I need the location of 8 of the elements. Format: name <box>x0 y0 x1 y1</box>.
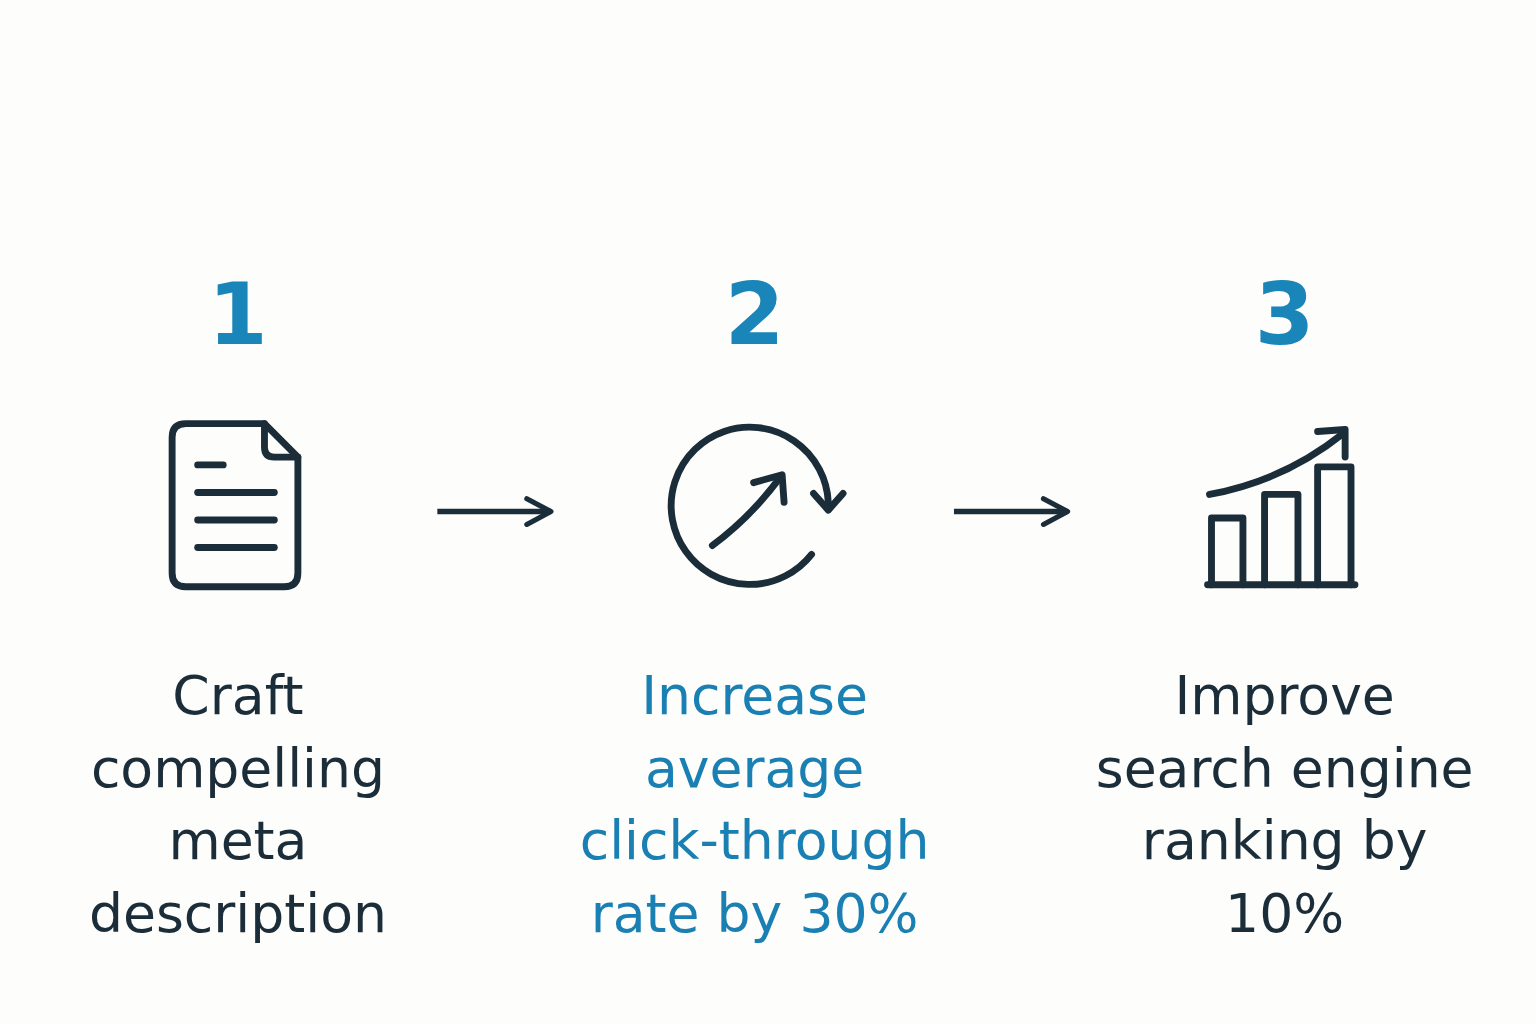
step-number: 3 <box>1254 266 1315 366</box>
step-text: Increase average click-through rate by 30% <box>578 664 931 947</box>
step-text: Craft compelling meta description <box>87 664 388 947</box>
arrow <box>953 496 1071 528</box>
step-number: 1 <box>208 266 268 366</box>
step-text: Improve search engine ranking by 10% <box>1094 664 1475 947</box>
step-number: 2 <box>724 266 785 366</box>
arrow <box>437 496 554 528</box>
